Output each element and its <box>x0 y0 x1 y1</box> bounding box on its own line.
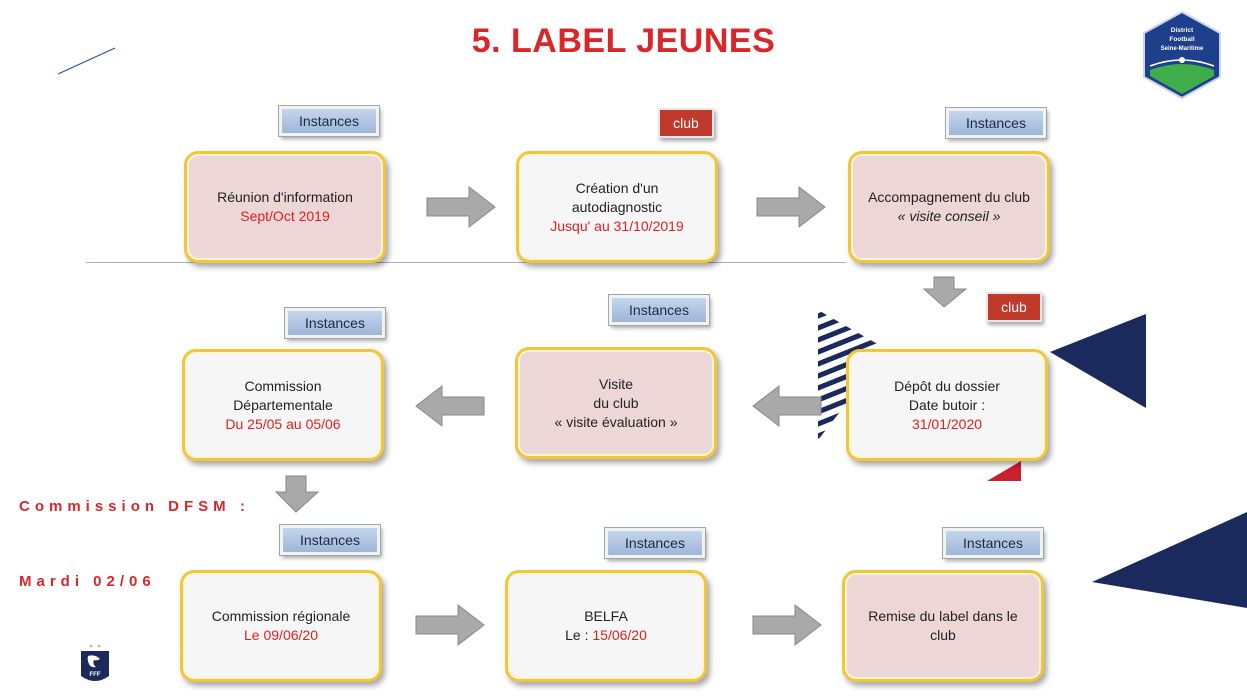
instances-tag-2: Instances <box>945 107 1047 139</box>
step-date: Du 25/05 au 05/06 <box>225 415 341 432</box>
arrow-right-2 <box>756 185 826 229</box>
step-depot-dossier: Dépôt du dossier Date butoir : 31/01/202… <box>846 349 1048 461</box>
step-text-1: Création d'un <box>575 179 659 196</box>
step-autodiagnostic: Création d'un autodiagnostic Jusqu' au 3… <box>516 151 718 263</box>
logo-text-3: Football <box>1169 36 1194 43</box>
step-date: 31/01/2020 <box>911 415 983 432</box>
arrow-down-1 <box>922 276 968 308</box>
step-text-3: « visite évaluation » <box>554 413 678 430</box>
arrow-left-1 <box>415 384 485 428</box>
arrow-left-2 <box>752 384 822 428</box>
step-date: Sept/Oct 2019 <box>240 208 330 224</box>
decorative-line <box>57 47 116 75</box>
step-text-1: Dépôt du dossier <box>894 377 1000 394</box>
decorative-triangle-red <box>987 461 1021 481</box>
commission-dfsm-label: Commission DFSM : <box>19 498 250 515</box>
step-date-prefix: Le : <box>565 627 593 643</box>
step-text-1: Remise du label dans le <box>868 608 1018 624</box>
step-text-2: autodiagnostic <box>571 198 663 215</box>
instances-tag-3: Instances <box>284 307 386 339</box>
step-date: Jusqu' au 31/10/2019 <box>550 217 684 234</box>
step-text-1: Commission régionale <box>211 608 351 624</box>
step-text-1: Commission <box>244 377 322 394</box>
club-tag-1: club <box>658 108 714 138</box>
step-date: 15/06/20 <box>592 627 647 643</box>
instances-tag-5: Instances <box>279 524 381 556</box>
arrow-right-4 <box>752 603 822 647</box>
step-text-2: du club <box>593 394 639 411</box>
step-text-2: Départementale <box>233 396 333 413</box>
step-accompagnement: Accompagnement du club « visite conseil … <box>848 151 1050 263</box>
commission-date-label: Mardi 02/06 <box>19 573 156 590</box>
fff-logo-text: FFF <box>90 672 101 678</box>
decorative-triangle-navy-bottom <box>1092 512 1247 608</box>
step-text-1: BELFA <box>584 608 628 624</box>
step-text-1: Visite <box>599 375 633 392</box>
arrow-down-2 <box>274 475 320 513</box>
step-commission-departementale: Commission Départementale Du 25/05 au 05… <box>182 349 384 461</box>
step-reunion-information: Réunion d'information Sept/Oct 2019 <box>184 151 386 263</box>
instances-tag-7: Instances <box>942 527 1044 559</box>
separator-line <box>86 262 846 263</box>
fff-logo: FFF <box>81 644 109 681</box>
club-tag-2: club <box>986 292 1042 322</box>
step-date-line: Le : 15/06/20 <box>565 626 647 645</box>
arrow-right-1 <box>426 185 496 229</box>
page-title: 5. LABEL JEUNES <box>471 22 776 60</box>
step-remise-label: Remise du label dans le club <box>842 570 1044 682</box>
step-commission-regionale: Commission régionale Le 09/06/20 <box>180 570 382 682</box>
logo-text-5: Seine-Maritime <box>1161 46 1204 52</box>
step-text-2: club <box>930 627 956 643</box>
arrow-right-3 <box>415 603 485 647</box>
step-text-2: Date butoir : <box>908 396 986 413</box>
instances-tag-6: Instances <box>604 527 706 559</box>
district-logo: District Football Seine-Maritime <box>1143 10 1221 100</box>
decorative-triangle-navy <box>1050 314 1146 408</box>
instances-tag-4: Instances <box>608 294 710 326</box>
step-date: Le 09/06/20 <box>244 627 318 643</box>
step-belfa: BELFA Le : 15/06/20 <box>505 570 707 682</box>
step-visite-evaluation: Visite du club « visite évaluation » <box>515 347 717 459</box>
logo-text-1: District <box>1171 27 1194 34</box>
instances-tag-1: Instances <box>278 105 380 137</box>
step-text-2: « visite conseil » <box>897 208 1001 224</box>
step-text-1: Accompagnement du club <box>868 189 1030 205</box>
step-text: Réunion d'information <box>217 189 353 205</box>
